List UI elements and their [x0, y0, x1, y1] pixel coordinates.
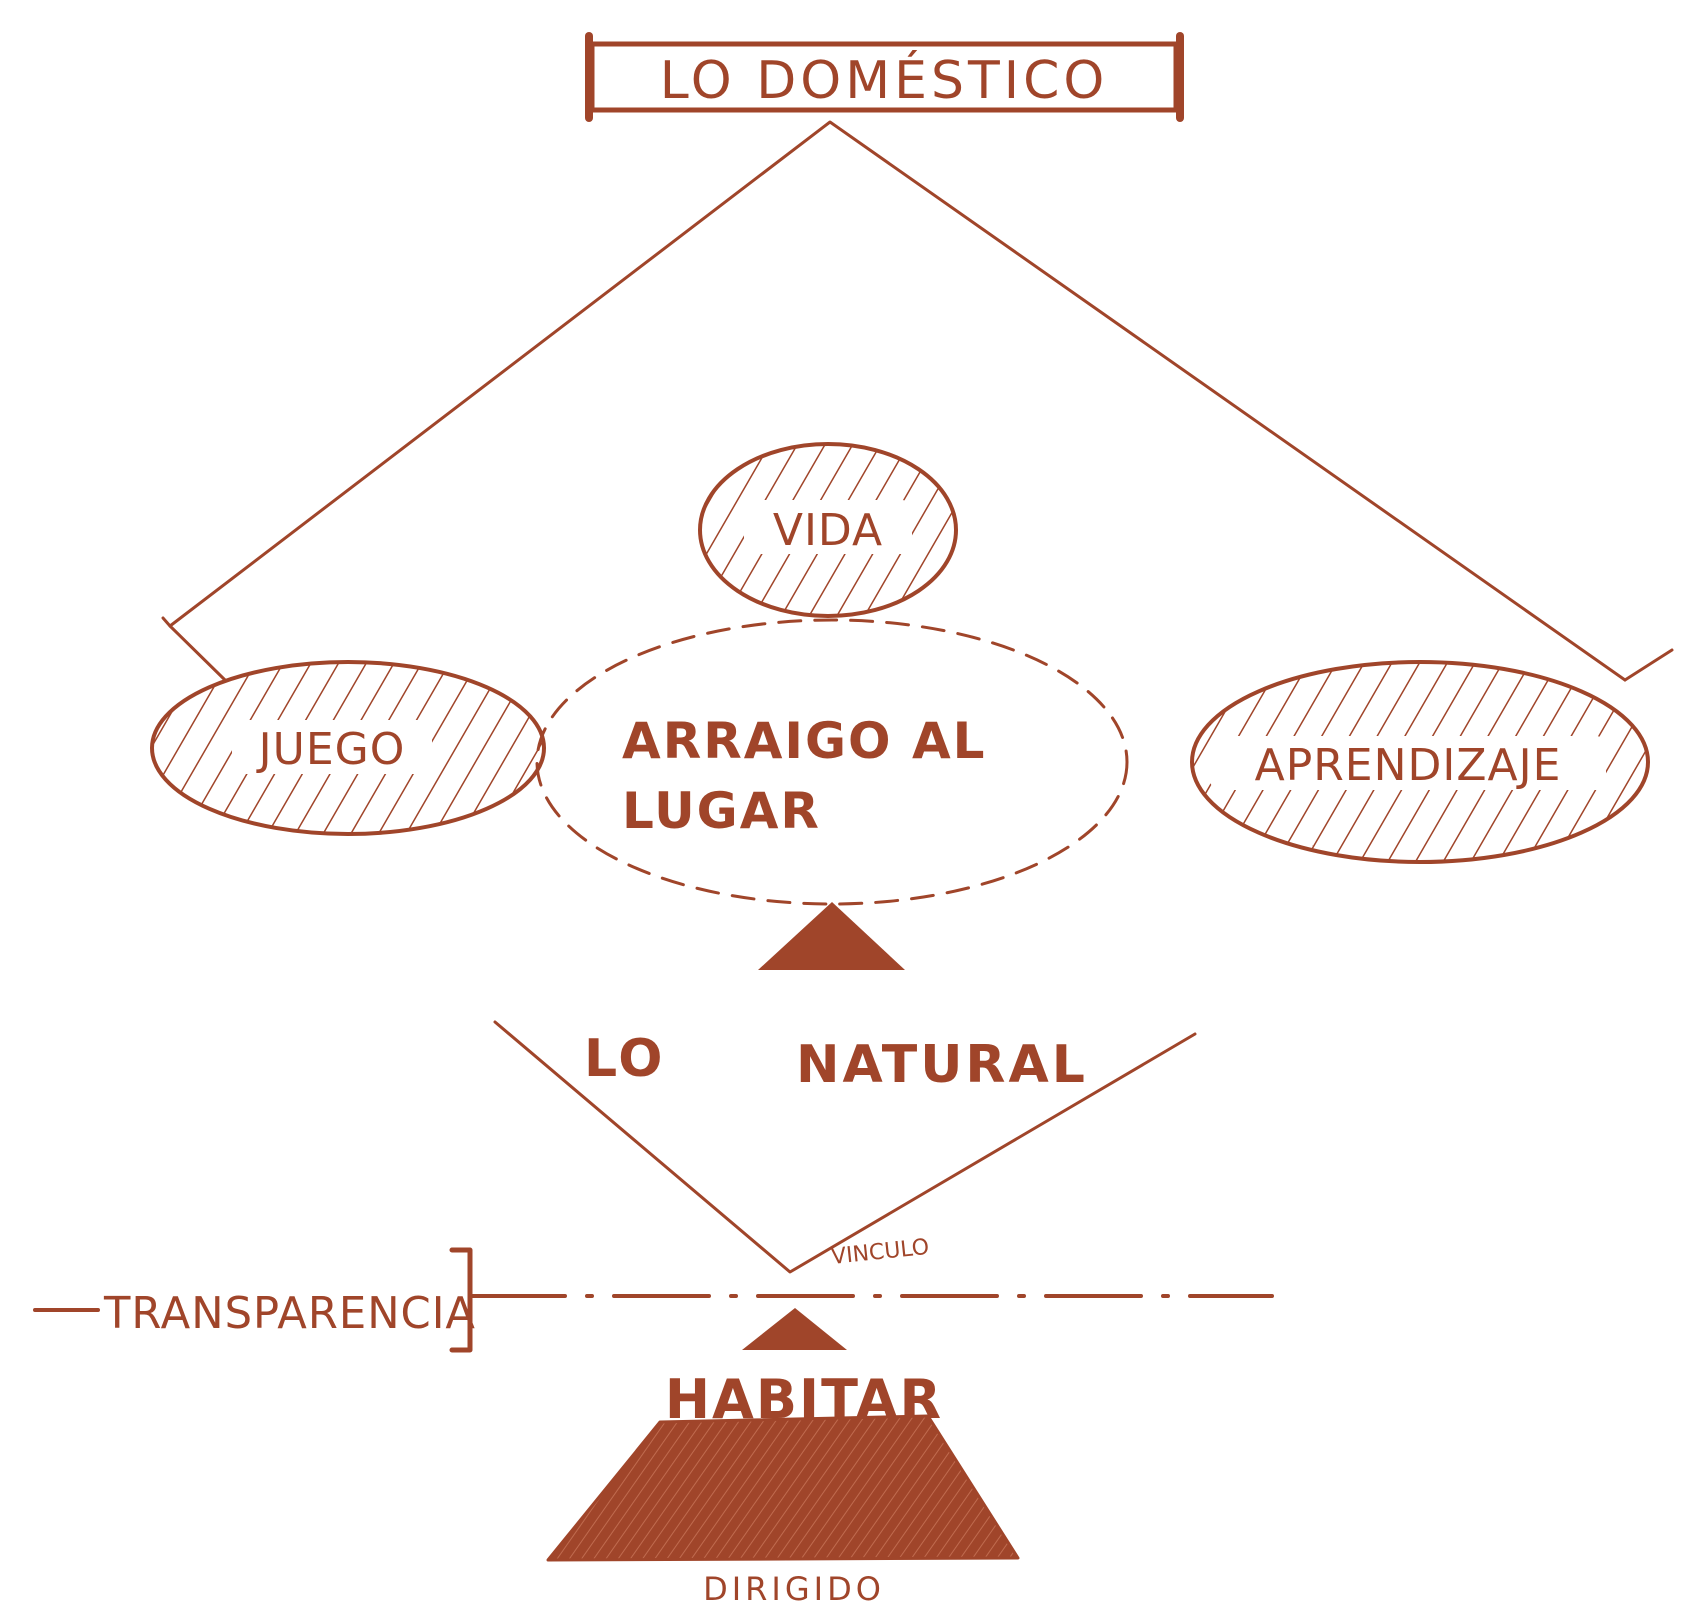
- title-label: LO DOMÉSTICO: [660, 50, 1109, 111]
- juego-node: JUEGO: [150, 660, 546, 836]
- dirigido-mound: [546, 1414, 1020, 1562]
- title-box: LO DOMÉSTICO: [585, 32, 1184, 122]
- aprendizaje-label: APRENDIZAJE: [1255, 740, 1562, 791]
- transparencia-line: TRANSPARENCIA: [33, 1247, 1274, 1353]
- lo-label: LO: [584, 1029, 666, 1089]
- aprendizaje-node: APRENDIZAJE: [1190, 660, 1650, 864]
- arraigo-label-line1: ARRAIGO AL: [622, 712, 987, 770]
- arraigo-label-line2: LUGAR: [622, 782, 821, 840]
- natural-label: NATURAL: [796, 1035, 1088, 1095]
- natural-funnel: LO NATURAL VINCULO: [493, 1020, 1197, 1274]
- dirigido-label: DIRIGIDO: [703, 1570, 885, 1608]
- vida-label: VIDA: [773, 505, 883, 556]
- arraigo-node: ARRAIGO AL LUGAR: [535, 618, 1129, 906]
- domestic-triangle: [161, 120, 1674, 682]
- habitar-triangle: [742, 1308, 847, 1350]
- vida-node: VIDA: [698, 442, 958, 618]
- center-triangle: [758, 902, 905, 970]
- juego-label: JUEGO: [256, 724, 406, 775]
- transparencia-label: TRANSPARENCIA: [103, 1288, 476, 1339]
